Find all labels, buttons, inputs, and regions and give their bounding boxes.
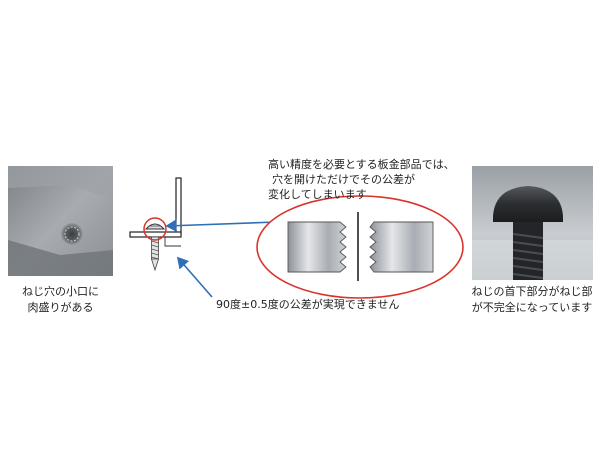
bolt-head bbox=[493, 186, 563, 222]
plate-right-section bbox=[369, 221, 434, 273]
arrow-to-angle bbox=[176, 256, 213, 298]
top-note-line3: 変化してしまいます bbox=[268, 188, 367, 201]
left-photo bbox=[8, 166, 113, 276]
right-caption-line1: ねじの首下部分がねじ部 bbox=[471, 285, 593, 298]
left-caption: ねじ穴の小口に 肉盛りがある bbox=[8, 284, 113, 316]
left-caption-line1: ねじ穴の小口に bbox=[22, 285, 99, 298]
top-note-line1: 高い精度を必要とする板金部品では、 bbox=[268, 158, 455, 171]
highlight-ellipse bbox=[256, 195, 464, 299]
arrow-to-detail bbox=[165, 219, 277, 233]
left-caption-line2: 肉盛りがある bbox=[27, 301, 94, 314]
top-note: 高い精度を必要とする板金部品では、 穴を開けただけでその公差が 変化してしまいま… bbox=[268, 157, 455, 202]
plate-left-section bbox=[287, 221, 347, 273]
threaded-hole bbox=[61, 223, 83, 245]
top-note-line2: 穴を開けただけでその公差が bbox=[272, 173, 415, 186]
magnified-detail bbox=[256, 195, 464, 299]
bracket-schematic bbox=[129, 177, 182, 272]
right-caption: ねじの首下部分がねじ部 が不完全になっています bbox=[465, 284, 599, 316]
screw-head bbox=[144, 223, 166, 230]
right-photo bbox=[472, 166, 593, 280]
bottom-note: 90度±0.5度の公差が実現できません bbox=[216, 298, 400, 311]
right-caption-line2: が不完全になっています bbox=[471, 301, 593, 314]
